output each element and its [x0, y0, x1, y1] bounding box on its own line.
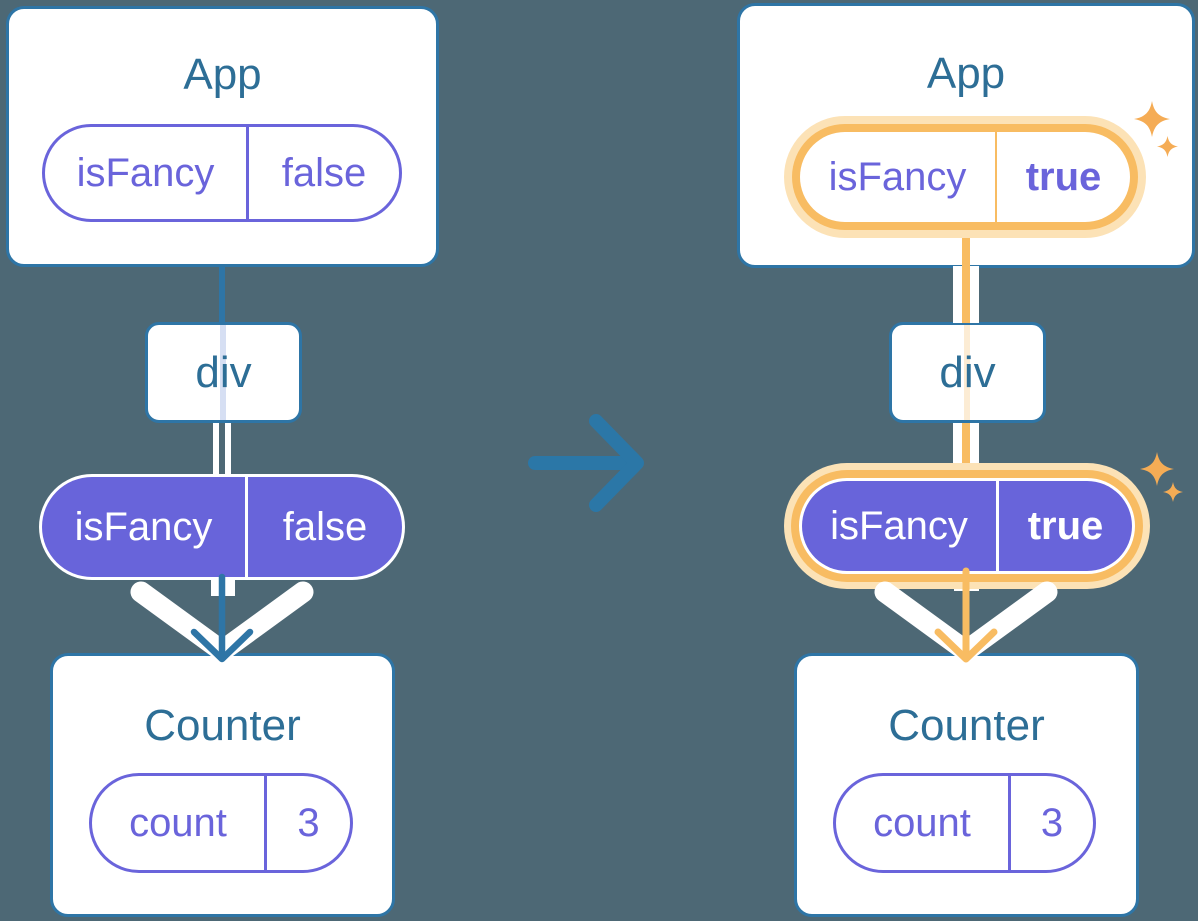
- state-pill-after: count 3: [833, 773, 1096, 873]
- counter-title: Counter: [144, 701, 301, 750]
- state-name: count: [92, 776, 267, 870]
- div-label: div: [939, 347, 996, 397]
- state-pill-before: count 3: [89, 773, 353, 873]
- pipe-right-edge: [970, 266, 979, 323]
- prop-value: true: [1027, 504, 1104, 548]
- prop-pill-passed-after: isFancy true: [802, 481, 1132, 571]
- sparkle-icon: [1163, 482, 1183, 502]
- state-value: 3: [1040, 801, 1064, 845]
- prop-name: isFancy: [802, 481, 999, 571]
- app-title: App: [183, 50, 262, 99]
- prop-flow-line-orange: [962, 423, 970, 478]
- pipe-left-edge: [213, 423, 219, 478]
- white-chevron-down: [130, 581, 314, 662]
- pipe-stub: [954, 571, 979, 591]
- sparkle-icon: [1134, 101, 1170, 137]
- sparkle-icon: [1140, 452, 1174, 486]
- pipe-left-edge: [953, 423, 962, 478]
- counter-title: Counter: [888, 701, 1045, 750]
- prop-name: isFancy: [45, 127, 249, 219]
- counter-card-after: Counter count 3: [794, 653, 1139, 917]
- prop-name: isFancy: [42, 477, 248, 577]
- prop-value: true: [1025, 155, 1102, 199]
- prop-pill-app-after: isFancy true: [800, 132, 1130, 222]
- div-label: div: [195, 347, 252, 397]
- pipe-right-edge: [225, 423, 231, 478]
- sparkle-icon: [1157, 136, 1178, 157]
- prop-flow-line-faint: [220, 325, 226, 420]
- connector-app-div-before: [219, 267, 225, 323]
- div-node-after: div: [889, 322, 1046, 423]
- prop-flow-line-faint: [964, 325, 970, 420]
- prop-name: isFancy: [800, 132, 997, 222]
- prop-pill-passed-before: isFancy false: [42, 477, 402, 577]
- div-node-before: div: [145, 322, 302, 423]
- state-name: count: [836, 776, 1011, 870]
- prop-pill-app-before: isFancy false: [42, 124, 402, 222]
- white-chevron-down: [874, 581, 1058, 662]
- transition-arrow-icon: [528, 414, 644, 512]
- state-value: 3: [297, 801, 320, 845]
- pipe-right-edge: [970, 423, 979, 478]
- prop-value: false: [282, 505, 368, 549]
- prop-value: false: [281, 151, 367, 195]
- prop-flow-line-orange: [962, 222, 970, 323]
- counter-card-before: Counter count 3: [50, 653, 395, 917]
- app-title: App: [926, 49, 1006, 98]
- pipe-left-edge: [953, 266, 962, 323]
- pipe-stub: [211, 577, 235, 596]
